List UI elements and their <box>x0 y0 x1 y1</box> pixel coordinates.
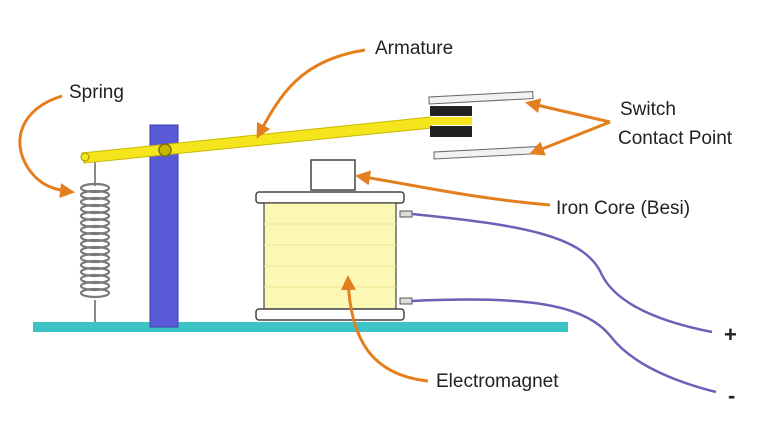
plus-terminal-label: + <box>724 322 737 347</box>
switch-arrow-bottom <box>529 120 611 156</box>
spring-arrow <box>18 94 75 199</box>
armature-lever <box>80 116 433 164</box>
iron-core-label: Iron Core (Besi) <box>556 198 690 219</box>
electromagnet-label: Electromagnet <box>436 371 559 392</box>
iron-core <box>310 159 356 191</box>
base-plate <box>33 322 568 332</box>
electromagnet-arrow <box>340 275 429 383</box>
spring-coil-loop <box>79 287 111 299</box>
electromagnet-coil <box>255 191 413 321</box>
switch-label-line2: Contact Point <box>618 128 733 149</box>
armature-post <box>149 124 179 328</box>
coil-wires <box>411 212 717 394</box>
armature-arrow <box>256 48 366 139</box>
switch-arrow-top <box>525 98 611 124</box>
spring-label: Spring <box>69 82 124 103</box>
spring <box>79 160 111 322</box>
switch-contacts <box>428 91 539 160</box>
switch-label-line1: Switch <box>620 99 676 120</box>
minus-terminal-label: - <box>728 383 735 408</box>
iron-core-arrow <box>355 170 551 207</box>
callout-arrows <box>18 48 611 383</box>
armature-label: Armature <box>375 38 453 59</box>
